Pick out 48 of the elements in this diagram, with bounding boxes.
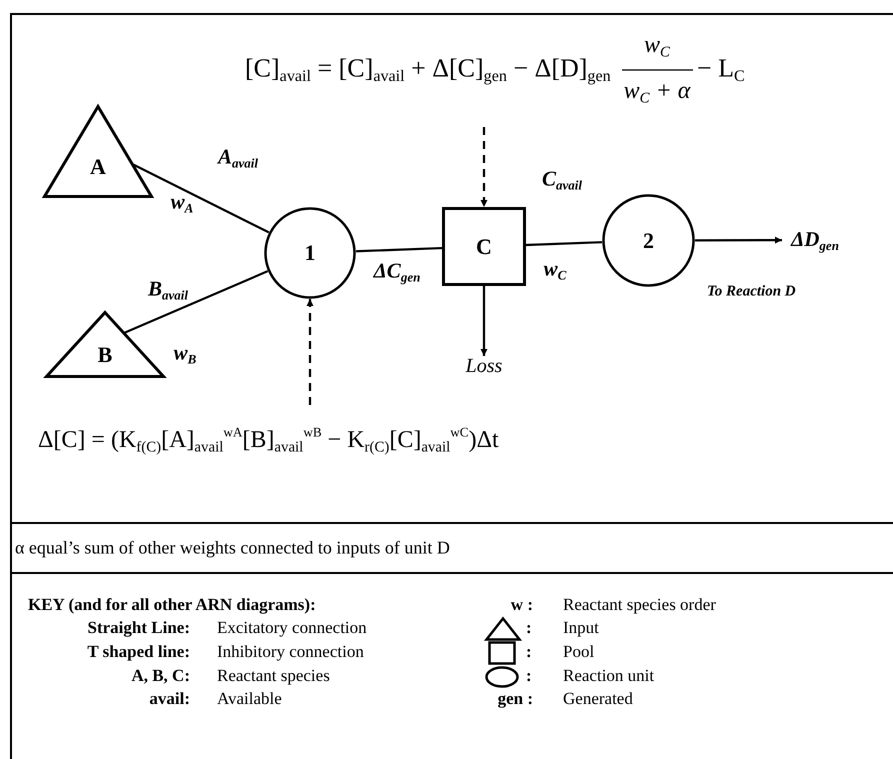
key-description: Excitatory connection	[217, 618, 367, 638]
reaction-circle: 1	[264, 207, 356, 299]
key-term: :	[526, 642, 532, 662]
flow-label: C$_{avail}$	[542, 166, 582, 194]
equation-numerator: w$_{C}$	[644, 32, 670, 62]
key-term: :	[526, 618, 532, 638]
flow-label: B$_{avail}$	[148, 276, 188, 304]
key-description: Pool	[563, 642, 594, 662]
connector-line	[132, 163, 270, 234]
destination-label: To Reaction D	[707, 283, 797, 301]
key-term: avail:	[149, 689, 190, 709]
key-description: Reactant species order	[563, 595, 716, 615]
key-description: Available	[217, 689, 282, 709]
key-term: w :	[510, 595, 533, 615]
reaction-circle: 2	[602, 194, 695, 287]
key-description: Generated	[563, 689, 633, 709]
arrow	[480, 286, 488, 356]
key-heading: KEY (and for all other ARN diagrams):	[28, 595, 316, 615]
key-term: Straight Line:	[88, 618, 190, 638]
key-term: gen :	[498, 689, 533, 709]
key-description: Reactant species	[217, 666, 330, 686]
equation: [C]$_{avail}$ = [C]$_{avail}$ + Δ[C]$_{gen}$ − Δ[D]$_{gen}$	[245, 53, 611, 87]
key-term: A, B, C:	[131, 666, 190, 686]
equation: Δ[C] = (K$_{f(C)}$[A]$_{avail}$$^{wA}$[B]$_{avail}$$^{wB}$ − K$_{r(C)}$[C]$_{avail}$$^{wC}$)Δt	[38, 424, 499, 456]
input-triangle: A	[43, 105, 153, 198]
flow-label: A$_{avail}$	[218, 144, 258, 172]
weight-label: w$_{C}$	[544, 256, 566, 284]
key-description: Inhibitory connection	[217, 642, 364, 662]
weight-label: w$_{B}$	[174, 340, 196, 368]
equation: − L$_{C}$	[697, 53, 745, 87]
key-description: Input	[563, 618, 599, 638]
output-text: Loss	[459, 352, 509, 380]
connector-line	[526, 241, 602, 246]
dashed-arrow	[480, 127, 488, 207]
pool-box: C	[442, 207, 526, 286]
key-term: :	[526, 666, 532, 686]
output-text: ΔD$_{gen}$	[778, 224, 852, 256]
connector-line	[356, 246, 442, 252]
key-description: Reaction unit	[563, 666, 654, 686]
input-triangle: B	[45, 311, 165, 378]
connector-line	[124, 270, 268, 334]
arrow	[695, 236, 782, 244]
flow-label: ΔC$_{gen}$	[374, 258, 420, 286]
equation-denominator: w$_{C}$ + α	[624, 78, 690, 108]
weight-label: w$_{A}$	[170, 190, 194, 216]
note-text: α equal’s sum of other weights connected to inputs of unit D	[15, 538, 450, 558]
key-term: T shaped line:	[87, 642, 190, 662]
dashed-arrow	[306, 299, 314, 405]
